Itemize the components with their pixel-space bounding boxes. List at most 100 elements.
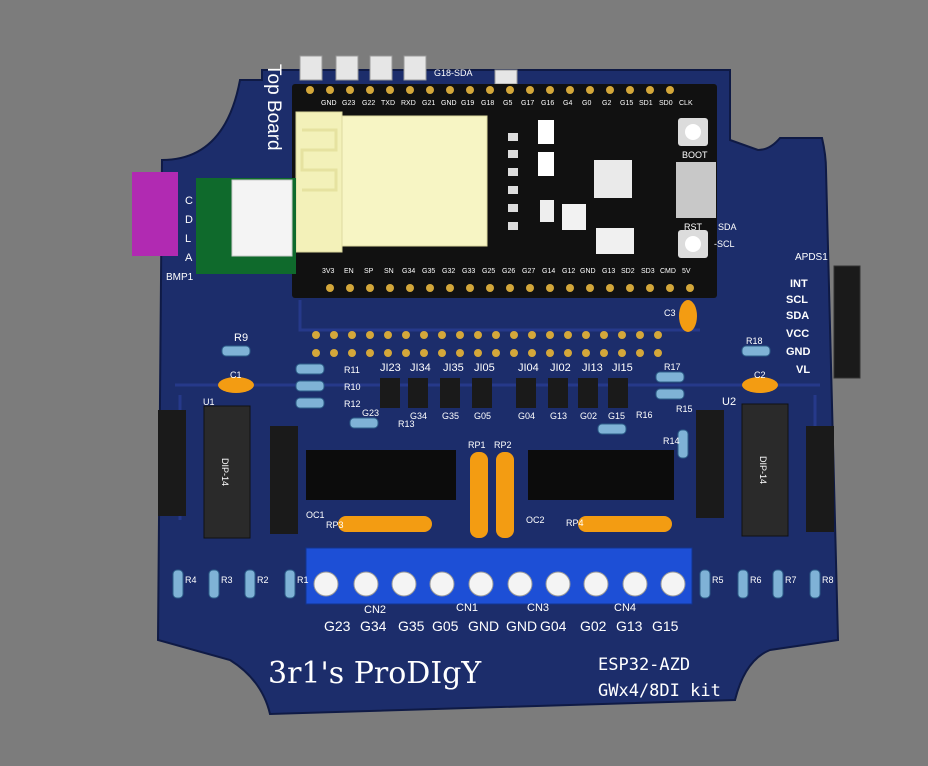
ic-u2 (741, 403, 789, 537)
capacitor-c1 (218, 377, 254, 393)
sda-label: SDA (718, 222, 737, 232)
dip-right-label: DIP-14 (758, 456, 768, 485)
apds-pin-gnd: GND (786, 346, 811, 358)
jumper-ji34-label: JI34 (410, 362, 431, 374)
pin-label: SD1 (639, 100, 653, 107)
cn4-label: CN4 (614, 602, 637, 614)
bmp-label: BMP1 (166, 272, 194, 283)
pin-label: G25 (482, 268, 496, 275)
pin-label: G33 (462, 268, 476, 275)
boot-label: BOOT (682, 150, 708, 160)
esp-top-pins (306, 86, 674, 94)
r17-label: R17 (664, 362, 681, 372)
capacitor-c2 (742, 377, 778, 393)
header-row (312, 331, 662, 357)
dip-left-label: DIP-14 (220, 458, 230, 487)
pin-label: G0 (582, 100, 592, 107)
pin-label: SD0 (659, 100, 673, 107)
pin-label: GND (321, 100, 337, 107)
terminal-label: G34 (360, 618, 387, 634)
jumper-sub-g02: G02 (580, 411, 598, 421)
pin-label: G23 (342, 100, 356, 107)
pin-label: G15 (620, 100, 634, 107)
jumper-sub-g35: G35 (442, 411, 460, 421)
pin-label: GND (580, 268, 596, 275)
wifi-module-shield (341, 115, 488, 247)
jumper-sub-g13: G13 (550, 411, 568, 421)
pin-label: G13 (602, 268, 616, 275)
apds-pin-vcc: VCC (786, 328, 810, 340)
pin-label: CLK (679, 100, 693, 107)
bmp-connector-white (231, 179, 293, 257)
pin-label: G17 (521, 100, 535, 107)
oc1-label: OC1 (306, 510, 325, 520)
bmp-pin-a: A (185, 252, 193, 264)
jumper-sub-g05: G05 (474, 411, 492, 421)
r15-label: R15 (676, 404, 693, 414)
cn1-label: CN1 (456, 602, 479, 614)
kit-line-2: GWx4/8DI kit (598, 681, 721, 701)
jumpers (380, 378, 628, 408)
rst-label: RST (684, 222, 702, 232)
pin-label: G27 (522, 268, 536, 275)
rp2-label: RP2 (494, 440, 512, 450)
pin-label: 5V (682, 268, 691, 275)
pin-label: G26 (502, 268, 516, 275)
jumper-sub-g34: G34 (410, 411, 428, 421)
pin-label: SD2 (621, 268, 635, 275)
terminal-screws (313, 571, 686, 597)
c1-label: C1 (230, 370, 242, 380)
r1-label: R1 (297, 575, 309, 585)
ic-u1 (203, 405, 251, 539)
terminal-label: G02 (580, 618, 607, 634)
pin-label: G34 (402, 268, 416, 275)
cn2-label: CN2 (364, 604, 387, 616)
g18-sda-label: G18-SDA (434, 68, 473, 78)
terminal-label: GND (468, 618, 500, 634)
r18-label: R18 (746, 336, 763, 346)
r5-label: R5 (712, 575, 724, 585)
pin-label: G35 (422, 268, 436, 275)
resistor-pack-rp3 (338, 516, 432, 532)
rp1-label: RP1 (468, 440, 486, 450)
optocoupler-oc1 (306, 450, 456, 500)
rp3-label: RP3 (326, 520, 344, 530)
r12-label: R12 (344, 399, 361, 409)
terminal-label: G05 (432, 618, 459, 634)
pin-label: G18 (481, 100, 495, 107)
pin-label: RXD (401, 100, 416, 107)
jumper-sub-g15: G15 (608, 411, 626, 421)
pin-label: G32 (442, 268, 456, 275)
bmp-connector-purple (132, 172, 178, 256)
pin-label: SN (384, 268, 394, 275)
jumper-ji05-label: JI05 (474, 362, 495, 374)
apds-pin-vl: VL (796, 364, 811, 376)
resistors (172, 345, 821, 599)
side-headers (158, 410, 834, 534)
apds-connector (833, 265, 861, 379)
jumper-ji15-label: JI15 (612, 362, 633, 374)
jumper-ji13-label: JI13 (582, 362, 603, 374)
terminal-label: G15 (652, 618, 679, 634)
oc2-label: OC2 (526, 515, 545, 525)
jumper-sub-g04: G04 (518, 411, 536, 421)
bmp-pin-c: C (185, 195, 193, 207)
jumper-ji04-label: JI04 (518, 362, 539, 374)
bmp-pin-d: D (185, 214, 193, 226)
terminal-label: G35 (398, 618, 425, 634)
terminal-label: GND (506, 618, 538, 634)
antenna-trace (300, 128, 338, 192)
esp-components (508, 118, 716, 258)
rp4-label: RP4 (566, 518, 584, 528)
pin-label: G14 (542, 268, 556, 275)
pin-label: G4 (563, 100, 573, 107)
r13-label: R13 (398, 419, 415, 429)
cn3-label: CN3 (527, 602, 550, 614)
jumper-ji23-label: JI23 (380, 362, 401, 374)
r16-label: R16 (636, 410, 653, 420)
r8-label: R8 (822, 575, 834, 585)
pin-label: EN (344, 268, 354, 275)
pin-label: G16 (541, 100, 555, 107)
terminal-label: G13 (616, 618, 643, 634)
